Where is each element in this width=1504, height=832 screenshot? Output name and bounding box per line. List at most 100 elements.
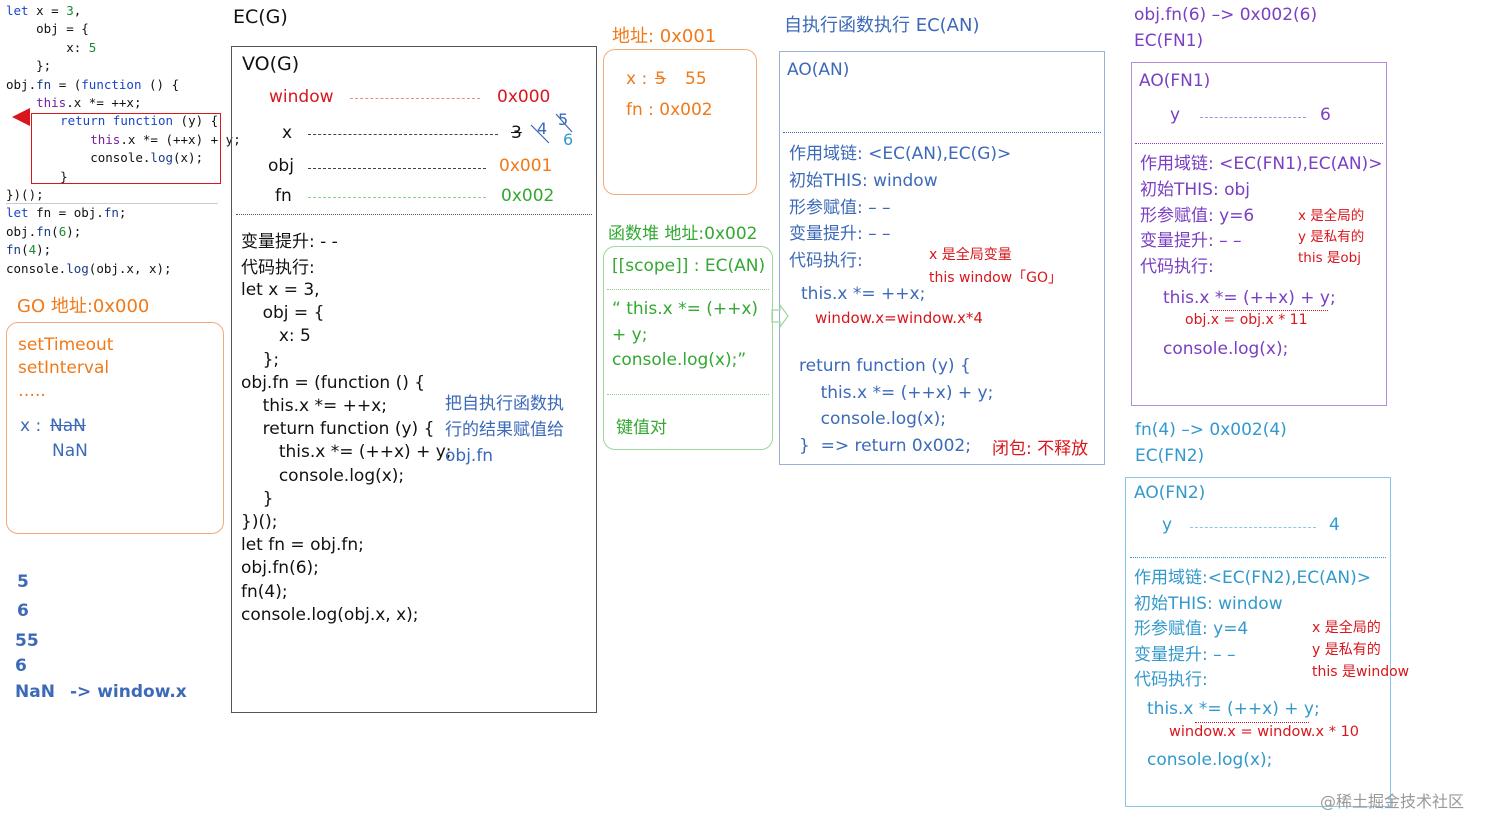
fn1-context-line: 代码执行: — [1140, 257, 1214, 278]
fn1-context-line: 形参赋值: y=6 — [1140, 205, 1255, 226]
ecg-box — [231, 46, 597, 713]
code-token: obj. — [6, 76, 37, 92]
ecg-code-line: }; — [241, 349, 280, 370]
an-return-line: } => return 0x002; — [799, 435, 971, 456]
fn1-code-2: obj.x = obj.x * 11 — [1185, 312, 1308, 328]
code-token: console. — [6, 260, 67, 276]
fn1-context-line: 变量提升: – – — [1140, 231, 1242, 252]
code-line: this.x *= (++x) + y; — [6, 131, 241, 149]
an-note-1: x 是全局变量 — [929, 247, 1012, 263]
fn1-y-value: 6 — [1320, 105, 1331, 125]
fn1-notes: x 是全局的 y 是私有的 this 是obj — [1298, 206, 1364, 269]
code-token: (obj.x, x); — [88, 260, 172, 276]
fn2-context-line: 形参赋值: y=4 — [1134, 619, 1249, 640]
ecg-code-line: let x = 3, — [241, 280, 320, 300]
output-line-3: 55 — [15, 631, 39, 651]
go-x-label: x : — [20, 416, 42, 436]
output-line-4: 6 — [15, 656, 27, 676]
code-token: x = — [28, 3, 67, 18]
vo-val-window: 0x000 — [497, 87, 551, 107]
an-code-2: window.x=window.x*4 — [815, 309, 983, 327]
heap-obj-fn: fn : 0x002 — [626, 100, 713, 120]
code-token: log — [66, 260, 89, 276]
vo-x-update-1: 4 — [537, 119, 548, 138]
heap-fn-divider-2 — [607, 394, 769, 395]
code-token: } — [30, 168, 68, 184]
go-x-value: NaN — [50, 416, 86, 436]
code-token: })(); — [6, 187, 44, 203]
code-token: 4 — [28, 242, 37, 258]
go-title: GO 地址:0x000 — [17, 296, 150, 317]
ecg-code-line: return function (y) { — [241, 419, 435, 440]
code-token: 6 — [58, 223, 67, 239]
vo-val-x: 3 — [511, 123, 522, 143]
code-token: fn — [103, 205, 119, 221]
heap-fn-title: 函数堆 地址:0x002 — [608, 224, 758, 244]
code-token: ; — [118, 205, 127, 221]
code-line: return function (y) { — [6, 112, 241, 130]
code-line: let fn = obj.fn; — [6, 204, 241, 222]
ecg-title: EC(G) — [233, 6, 288, 28]
code-token: fn — [6, 242, 22, 258]
fn2-code-underline — [1195, 722, 1309, 723]
code-token: this — [90, 131, 121, 147]
code-token: return — [60, 113, 106, 129]
go-item-settimeout: setTimeout — [18, 335, 114, 355]
vo-dash-window — [350, 98, 480, 99]
heap-fn-code-line: console.log(x);” — [612, 350, 747, 370]
fn2-code-2: window.x = window.x * 10 — [1169, 724, 1360, 740]
fn2-y-label: y — [1162, 515, 1173, 535]
code-line: let x = 3, — [6, 2, 241, 20]
go-box — [6, 322, 224, 534]
an-context-line: 作用域链: <EC(AN),EC(G)> — [789, 144, 1012, 164]
fn1-y-dash — [1200, 117, 1306, 118]
fn1-code-underline — [1210, 310, 1328, 311]
vo-var-obj: obj — [268, 156, 294, 176]
heap-obj-x-label: x : — [626, 69, 648, 89]
an-context-line: 变量提升: – – — [789, 224, 891, 245]
code-token: function — [112, 113, 174, 129]
code-token: let — [6, 3, 29, 18]
closure-highlight-box — [31, 113, 221, 184]
ecg-divider — [236, 214, 592, 215]
ecg-exec: 代码执行: — [241, 258, 315, 278]
an-context-line: 形参赋值: – – — [789, 197, 891, 218]
vo-title: VO(G) — [242, 53, 300, 75]
fn2-context-line: 作用域链:<EC(FN2),EC(AN)> — [1134, 568, 1372, 588]
code-token: = ( — [51, 76, 82, 92]
heap-fn-divider-1 — [607, 289, 769, 290]
code-token: (x); — [173, 150, 204, 166]
fn1-context-line: 初始THIS: obj — [1140, 179, 1251, 200]
an-code-1: this.x *= ++x; — [801, 284, 926, 304]
fn1-note-line: this 是obj — [1298, 250, 1362, 266]
code-token: 3 — [66, 3, 74, 18]
ecg-hoist: 变量提升: - - — [241, 232, 338, 252]
heap-fn-code: “ this.x *= (++x)+ y;console.log(x);” — [612, 297, 758, 374]
code-line: } — [6, 168, 241, 186]
fn1-note-line: y 是私有的 — [1298, 229, 1365, 245]
vo-var-x: x — [282, 123, 293, 143]
code-line: obj = { — [6, 20, 241, 38]
vo-val-fn: 0x002 — [501, 186, 555, 206]
an-return-line: this.x *= (++x) + y; — [799, 382, 994, 403]
code-divider — [6, 203, 218, 204]
code-line: }; — [6, 57, 241, 75]
code-line: obj.fn = (function () { — [6, 76, 241, 94]
vo-dash-x — [308, 134, 498, 135]
code-token: fn — [36, 76, 52, 92]
fn1-note-line: x 是全局的 — [1298, 208, 1365, 224]
an-return-line: console.log(x); — [799, 409, 946, 429]
code-line: console.log(obj.x, x); — [6, 260, 241, 278]
fn2-note-line: y 是私有的 — [1312, 642, 1381, 658]
code-token: ); — [36, 242, 52, 258]
fn1-title-1: obj.fn(6) –> 0x002(6) — [1134, 5, 1318, 25]
output-line-2: 6 — [17, 601, 29, 621]
code-token: ); — [66, 223, 82, 239]
code-token: ( — [51, 223, 59, 239]
code-line: })(); — [6, 186, 241, 204]
fn2-y-value: 4 — [1329, 515, 1340, 535]
an-title: 自执行函数执行 EC(AN) — [784, 15, 980, 36]
code-token: x: — [6, 39, 89, 55]
